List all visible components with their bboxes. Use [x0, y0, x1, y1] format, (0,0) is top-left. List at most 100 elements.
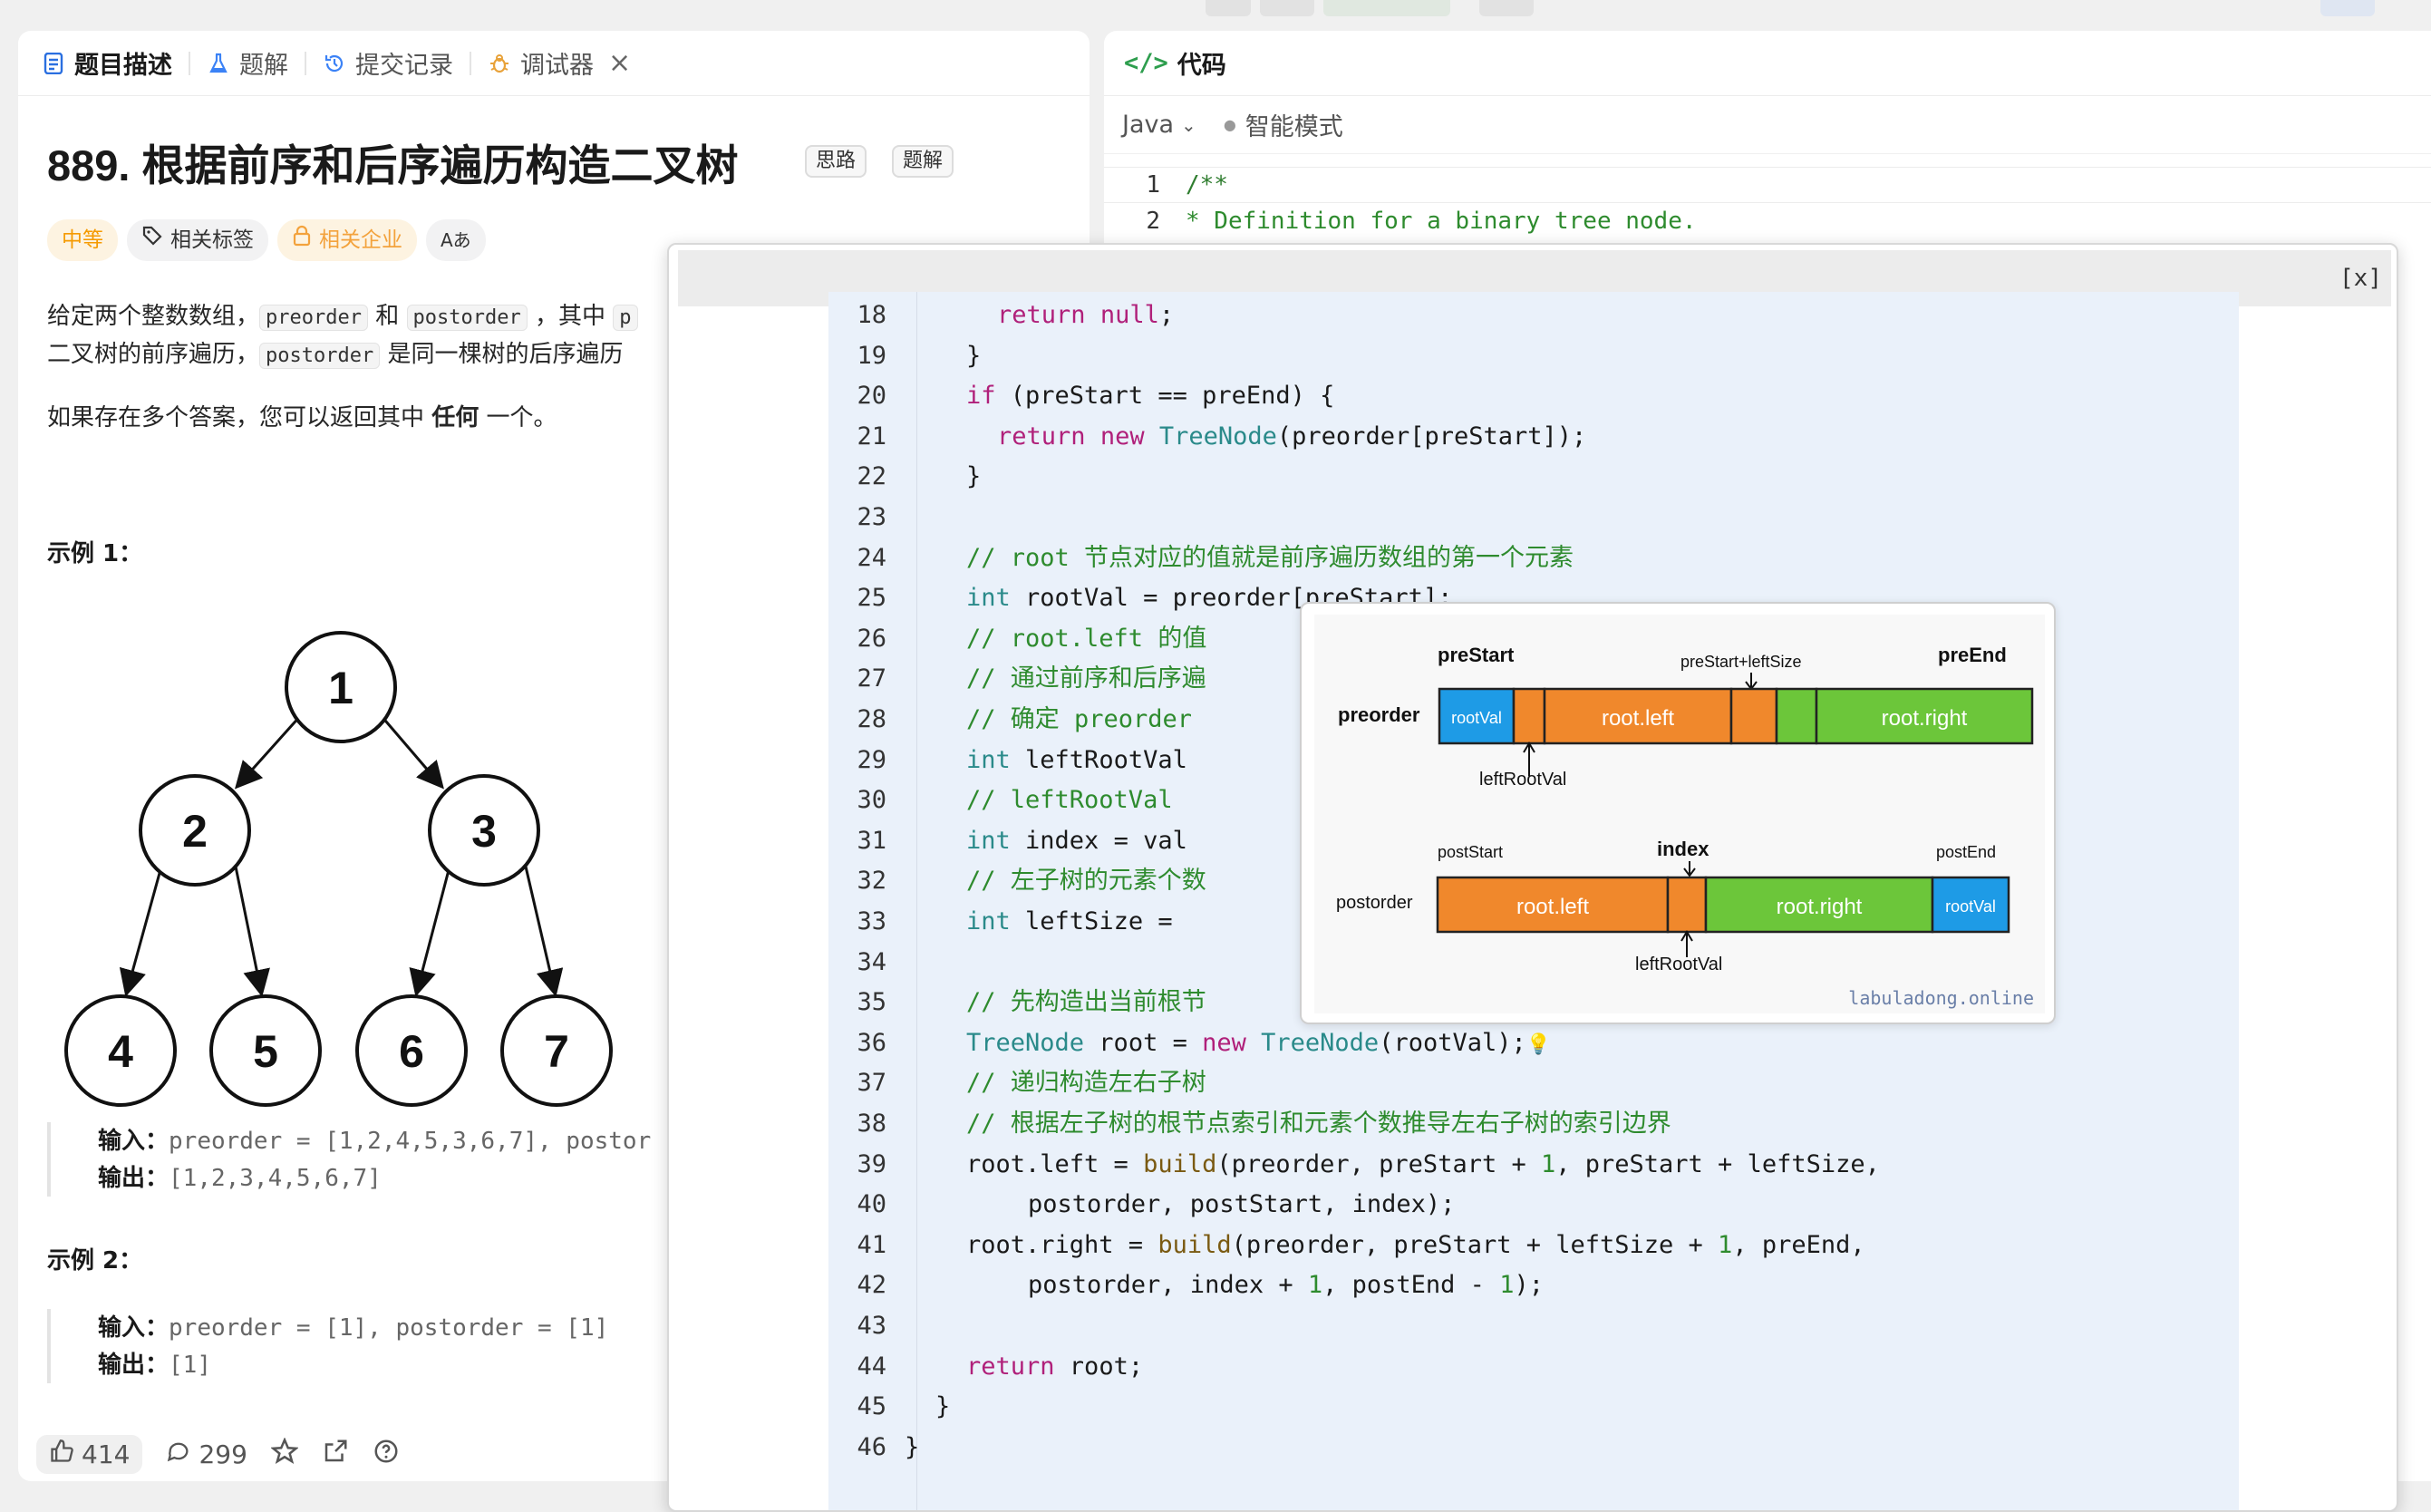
tab-label: 调试器: [520, 52, 594, 80]
like-button[interactable]: 414: [36, 1434, 143, 1474]
comment-icon: [166, 1439, 191, 1470]
mode-toggle[interactable]: ●智能模式: [1224, 107, 1343, 142]
language-select[interactable]: Java⌄: [1122, 111, 1196, 139]
bold-text: 任何: [431, 404, 479, 431]
history-icon: [323, 52, 346, 75]
line-number: 40: [857, 1190, 886, 1219]
line-number: 1: [1146, 171, 1160, 199]
input-value: preorder = [1,2,4,5,3,6,7], postor: [169, 1128, 652, 1155]
output-value: [1,2,3,4,5,6,7]: [169, 1165, 382, 1192]
tab-submissions[interactable]: 提交记录: [323, 45, 471, 81]
text: ，其中: [527, 303, 614, 330]
problem-tabs: 题目描述 题解 提交记录 调试器 ×: [18, 31, 1090, 96]
mode-label: 智能模式: [1245, 113, 1343, 141]
line-number: 21: [857, 422, 886, 451]
line-text: return root;: [966, 1352, 1144, 1381]
tree-edge: [409, 866, 451, 997]
code-panel-title: 代码: [1177, 52, 1226, 80]
code-line: 30// leftRootVal: [828, 780, 2239, 821]
tree-node: 7: [500, 994, 613, 1107]
description-line-3: 如果存在多个答案，您可以返回其中 任何 一个。: [47, 399, 557, 437]
line-number: 42: [857, 1271, 886, 1300]
related-tags-button[interactable]: 相关标签: [127, 219, 268, 261]
line-number: 33: [857, 907, 886, 935]
line-text: return new TreeNode(preorder[preStart]);: [997, 422, 1587, 451]
line-text: // 左子树的元素个数: [966, 867, 1206, 896]
output-value: [1]: [169, 1352, 211, 1379]
line-text: int leftRootVal: [966, 745, 1187, 774]
help-icon[interactable]: [373, 1438, 400, 1471]
bar-root-right: [1704, 876, 1934, 934]
inline-code: postorder: [406, 305, 528, 331]
code-line: 34: [828, 943, 2239, 984]
code-line: 33 int leftSize =: [828, 902, 2239, 943]
inline-code: preorder: [259, 305, 368, 331]
lightbulb-icon[interactable]: 💡: [1525, 1032, 1552, 1056]
code-editor[interactable]: 1 /** 2* Definition for a binary tree nod…: [1104, 167, 2431, 239]
index-label: index: [1657, 838, 1709, 860]
text: 二叉树的前序遍历，: [47, 341, 260, 368]
toolbar-placeholder: [1260, 0, 1314, 16]
inline-code: p: [613, 305, 638, 331]
line-number: 32: [857, 867, 886, 896]
chevron-down-icon: ⌄: [1181, 113, 1196, 136]
line-text: int leftSize =: [966, 907, 1187, 935]
line-number: 22: [857, 462, 886, 491]
code-line: 38// 根据左子树的根节点索引和元素个数推导左右子树的索引边界: [828, 1104, 2239, 1145]
thumbs-up-icon: [49, 1439, 74, 1470]
toolbar-placeholder: [1206, 0, 1251, 16]
example-1-heading: 示例 1：: [47, 540, 143, 567]
tab-solutions[interactable]: 题解: [207, 45, 306, 81]
root-left-text: root.left: [1602, 706, 1674, 731]
line-text: /**: [1186, 171, 1228, 199]
close-icon[interactable]: ×: [608, 47, 632, 79]
line-number: 46: [857, 1432, 886, 1461]
solution-chip[interactable]: 题解: [892, 145, 954, 178]
difficulty-badge: 中等: [47, 219, 118, 261]
output-label: 输出：: [98, 1164, 169, 1191]
code-line: 28// 确定 preorder: [828, 700, 2239, 741]
svg-text:1: 1: [328, 663, 354, 713]
tab-description[interactable]: 题目描述: [42, 45, 190, 81]
example-1-box: 输入：preorder = [1,2,4,5,3,6,7], postor 输出…: [47, 1122, 651, 1197]
comments-button[interactable]: 299: [166, 1439, 247, 1470]
code-line: 45}: [828, 1387, 2239, 1428]
example-2-box: 输入：preorder = [1], postorder = [1] 输出：[1…: [47, 1309, 608, 1383]
tab-label: 题目描述: [74, 52, 172, 80]
bar-segment: [1666, 876, 1708, 934]
tree-node: 6: [355, 994, 468, 1107]
star-icon[interactable]: [270, 1436, 299, 1471]
line-number: 38: [857, 1110, 886, 1138]
tab-debugger[interactable]: 调试器 ×: [488, 45, 631, 81]
flask-icon: [207, 52, 230, 75]
line-text: return null;: [997, 301, 1175, 329]
code-line: 22}: [828, 457, 2239, 498]
divider: [470, 51, 471, 75]
code-line: 19}: [828, 336, 2239, 377]
line-text: // root.left 的值: [966, 624, 1207, 653]
hint-chip[interactable]: 思路: [805, 145, 867, 178]
translate-button[interactable]: Aあ: [426, 219, 486, 261]
code-line: 2* Definition for a binary tree node.: [1104, 203, 2431, 239]
line-number: 28: [857, 705, 886, 733]
problem-title: 889. 根据前序和后序遍历构造二叉树: [47, 141, 739, 189]
tree-edge: [379, 714, 444, 790]
related-companies-button[interactable]: 相关企业: [277, 219, 417, 261]
overlay-close-button[interactable]: [x]: [2339, 265, 2382, 292]
poststart-label: postStart: [1438, 843, 1503, 861]
line-number: 30: [857, 786, 886, 815]
line-number: 41: [857, 1230, 886, 1259]
share-icon[interactable]: [322, 1438, 349, 1471]
line-number: 36: [857, 1028, 886, 1057]
line-number: 45: [857, 1392, 886, 1421]
leftrootval-label: leftRootVal: [1479, 770, 1566, 790]
root-right-text: root.right: [1777, 895, 1863, 919]
code-line: 26// root.left 的值: [828, 619, 2239, 660]
line-number: 24: [857, 543, 886, 572]
toolbar-placeholder: [1323, 0, 1450, 16]
line-number: 20: [857, 382, 886, 411]
